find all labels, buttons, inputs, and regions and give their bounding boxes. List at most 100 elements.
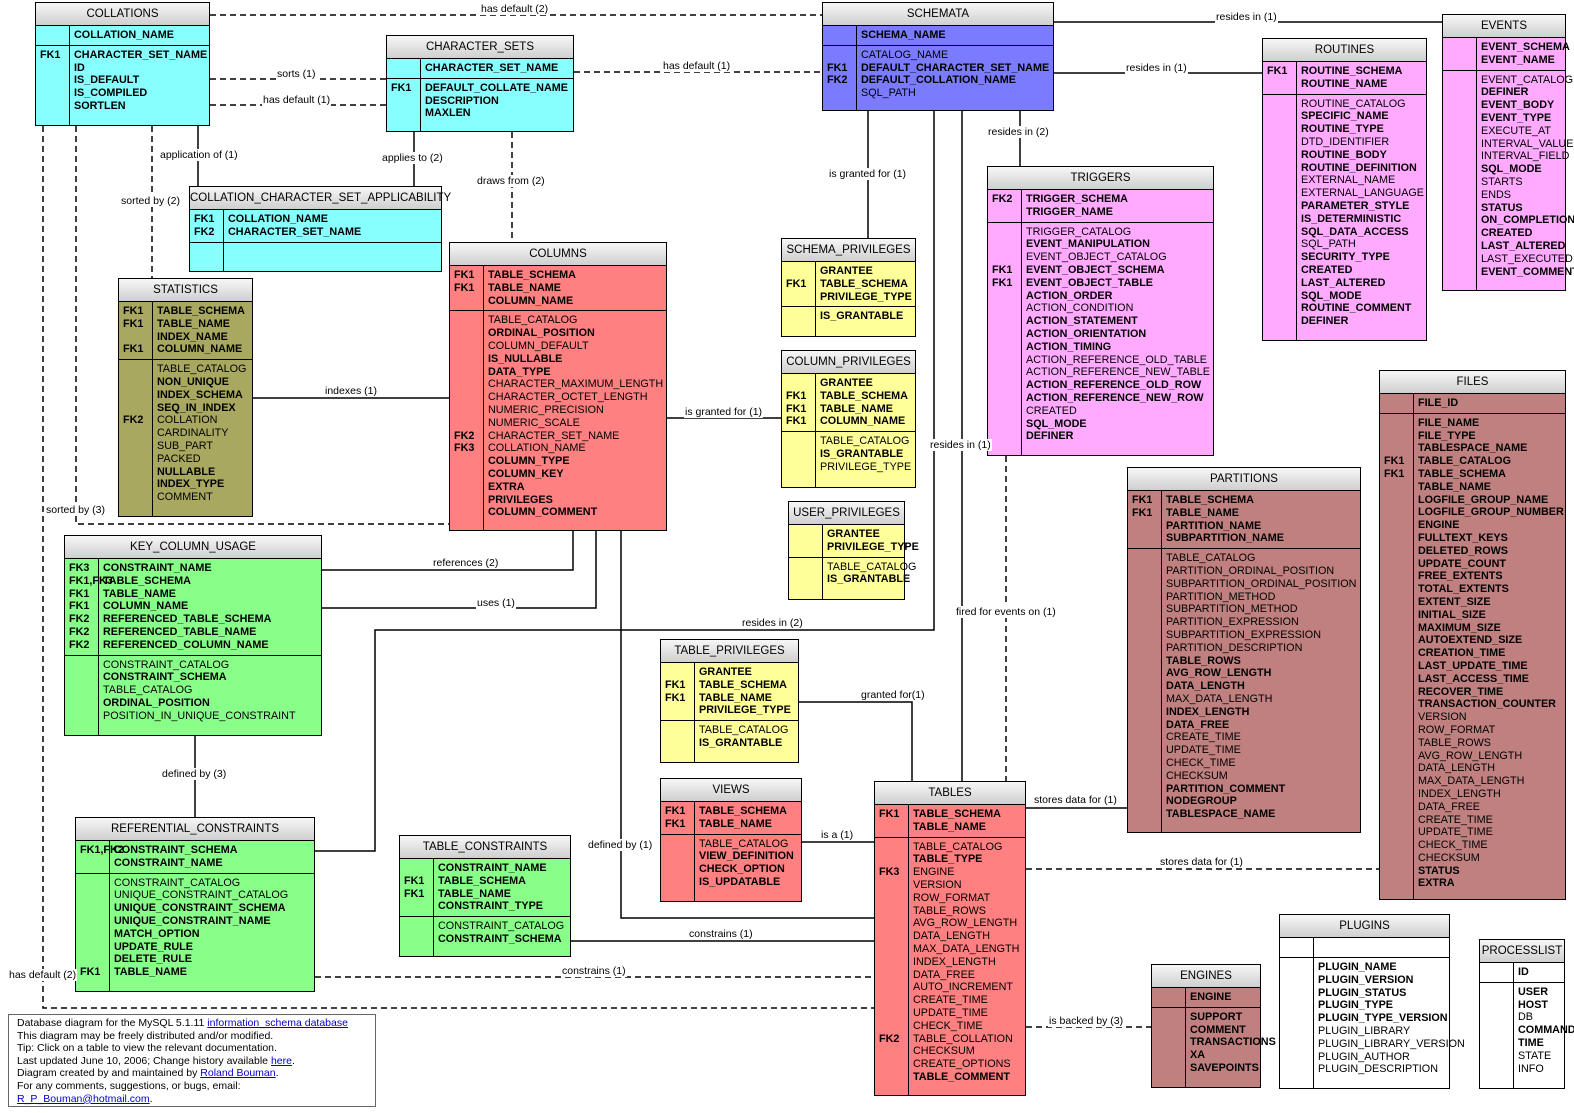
key-marker	[1384, 826, 1413, 839]
key-marker	[1384, 545, 1413, 558]
key-marker: FK2	[992, 193, 1013, 205]
field-name: CREATED	[1481, 227, 1533, 240]
field-name: ACTION_ORDER	[1026, 289, 1113, 302]
key-marker: FK1	[879, 808, 900, 820]
field-name: REFERENCED_TABLE_NAME	[103, 625, 257, 638]
field-name: PLUGIN_LIBRARY	[1318, 1024, 1411, 1037]
field-name: DATA_FREE	[913, 968, 975, 981]
field-name: TABLE_SCHEMA	[1166, 494, 1254, 506]
key-marker	[1447, 266, 1476, 279]
field-name: CONSTRAINT_CATALOG	[114, 876, 241, 889]
relationship-line	[799, 701, 913, 781]
field-name: VERSION	[1418, 711, 1467, 724]
rel-label-granted-for: granted for(1)	[860, 689, 926, 701]
key-marker	[992, 302, 1021, 315]
author-link[interactable]: Roland Bouman	[200, 1067, 276, 1080]
key-marker	[1384, 801, 1413, 814]
field-name: CREATE_TIME	[1166, 731, 1241, 744]
key-marker	[879, 1058, 908, 1071]
rel-label-fired-for-events-on: fired for events on (1)	[955, 606, 1057, 618]
field-name: MAX_DATA_LENGTH	[1166, 692, 1273, 705]
key-marker	[992, 290, 1021, 303]
key-marker	[1384, 673, 1413, 686]
entity-title: PARTITIONS	[1128, 468, 1360, 491]
key-marker	[40, 100, 69, 113]
entity-title: PLUGINS	[1280, 915, 1449, 938]
key-marker	[1447, 202, 1476, 215]
key-marker	[793, 528, 822, 541]
field-name: SQL_MODE	[1481, 163, 1542, 176]
key-marker	[1447, 74, 1476, 87]
field-column: FILE_ID	[1414, 394, 1565, 413]
field-name: TABLE_SCHEMA	[820, 389, 908, 402]
key-marker	[1132, 552, 1161, 565]
key-marker: FK1	[1132, 494, 1153, 506]
information-schema-link[interactable]: information_schema database	[207, 1017, 348, 1029]
field-name: TABLE_SCHEMA	[438, 874, 526, 887]
field-name: EVENT_SCHEMA	[1481, 41, 1570, 53]
key-marker	[40, 29, 69, 42]
field-name: TABLE_SCHEMA	[699, 805, 787, 817]
field-column: SCHEMA_NAME	[857, 26, 1053, 45]
email-link[interactable]: R_P_Bouman@hotmail.com	[17, 1092, 150, 1105]
field-name: IS_GRANTABLE	[820, 447, 904, 460]
field-name: TABLE_CATALOG	[1418, 455, 1511, 468]
field-name: SQL_MODE	[1301, 289, 1362, 302]
field-name: ROW_FORMAT	[1418, 723, 1496, 736]
field-name: INTERVAL_VALUE	[1481, 137, 1574, 150]
field-name: AUTO_INCREMENT	[913, 981, 1013, 994]
key-marker	[80, 915, 109, 928]
field-name: PRIVILEGE_TYPE	[699, 704, 791, 717]
key-marker	[1484, 1063, 1513, 1076]
rel-label-defined-by: defined by (3)	[161, 768, 228, 780]
key-marker	[1132, 629, 1161, 642]
field-name: SEQ_IN_INDEX	[157, 401, 236, 414]
key-marker: FK1	[665, 691, 686, 704]
key-marker	[69, 684, 98, 697]
key-marker	[1132, 520, 1161, 533]
field-name: NUMERIC_SCALE	[488, 416, 580, 429]
key-marker: FK1	[992, 276, 1013, 289]
field-name: TABLESPACE_NAME	[1166, 808, 1276, 821]
key-marker: FK3	[454, 442, 475, 455]
key-marker	[1132, 603, 1161, 616]
key-marker	[454, 481, 483, 494]
field-name: CONSTRAINT_SCHEMA	[438, 932, 562, 945]
note-text: Database diagram for the MySQL 5.1.11	[17, 1017, 208, 1029]
change-history-link[interactable]: here	[270, 1054, 292, 1067]
field-name: ACTION_ORIENTATION	[1026, 327, 1147, 340]
key-marker	[391, 107, 420, 120]
field-name: SPECIFIC_NAME	[1301, 110, 1389, 123]
